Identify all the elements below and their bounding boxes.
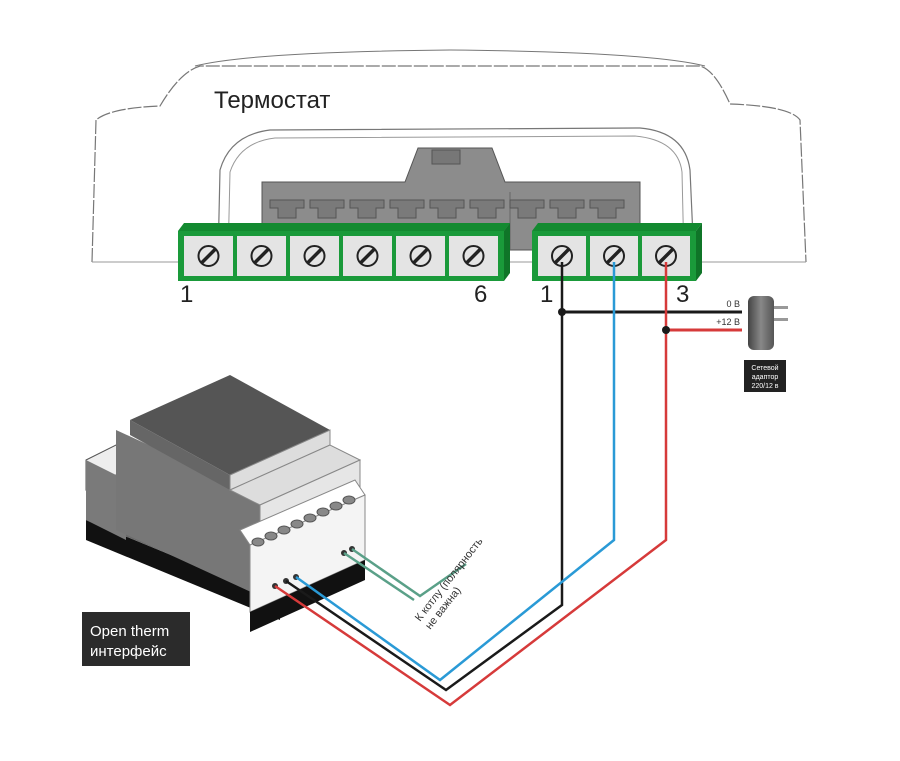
power-adapter-icon [748,296,788,350]
screw-icon [250,245,273,267]
connector-slot [429,199,465,219]
interface-label-box [82,612,190,666]
module-screw [277,525,291,535]
adapter-label-line1: Сетевой [751,364,778,372]
wire-red [274,262,668,707]
adapter-label-line3: 220/12 в [751,383,778,390]
boiler-note-line1: К котлу (полярность [413,535,486,623]
screw-icon [356,245,379,267]
module-screw [264,531,278,541]
connector-slot [389,199,425,219]
terminal-block-left [178,223,510,281]
adapter-label-line2: адаптор [752,374,779,381]
interface-label-line2: интерфейс [90,643,167,660]
adapter-12v-label: +12 В [716,317,740,327]
opentherm-module [85,375,366,632]
adapter-0v-label: 0 В [726,299,740,309]
connector-slot [549,199,585,219]
thermostat-title: Термостат [214,87,330,114]
connector-slot [509,199,545,219]
connector-slot [269,199,305,219]
junction-12v [662,326,670,334]
connector-slot [469,199,505,219]
terminal-block-right [532,223,702,281]
screw-icon [462,245,485,267]
module-screw [316,507,330,517]
screw-icon [409,245,432,267]
screw-icon [197,245,220,267]
module-screw [303,513,317,523]
adapter-label-box [744,360,786,392]
module-screw [251,537,265,547]
module-screw [342,495,356,505]
wire-boiler-2 [343,551,415,602]
module-screw [290,519,304,529]
right-block-label-3: 3 [676,281,689,308]
screw-icon [303,245,326,267]
right-block-label-1: 1 [540,281,553,308]
connector-slot [589,199,625,219]
interface-label-line1: Open therm [90,623,169,640]
connector-slot [309,199,345,219]
wire-blue [295,262,616,682]
connector-slot [349,199,385,219]
module-screw [329,501,343,511]
thermostat-recess [217,127,695,261]
left-block-label-6: 6 [474,281,487,308]
wire-boiler-1 [351,547,467,598]
left-block-label-1: 1 [180,281,193,308]
junction-0v [558,308,566,316]
boiler-note: К котлу (полярность не важна) [413,535,486,631]
thermostat-top-ridge [194,49,706,67]
wire-black [285,262,564,692]
